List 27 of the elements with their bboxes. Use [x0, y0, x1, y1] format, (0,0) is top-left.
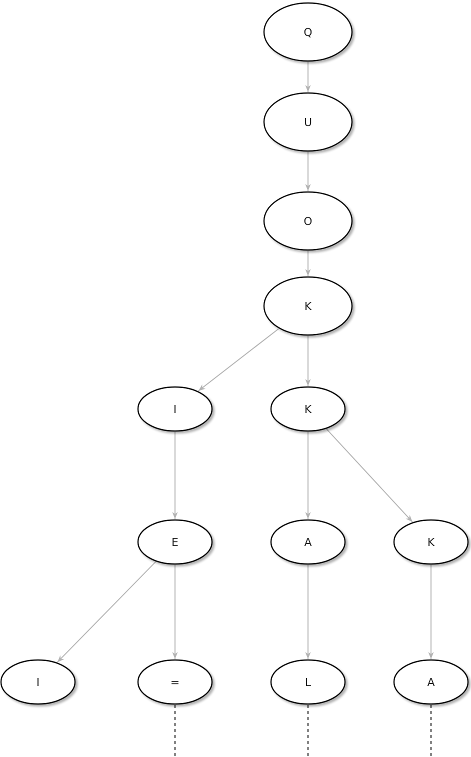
arrow — [428, 564, 434, 660]
node-label: K — [427, 536, 435, 548]
node-label: O — [304, 214, 312, 228]
arrow — [305, 336, 311, 386]
arrow — [326, 428, 413, 522]
node-label: U — [304, 116, 312, 128]
arrow — [198, 328, 280, 392]
node-label: K — [304, 402, 312, 416]
arrow — [172, 564, 178, 660]
node-label: A — [304, 536, 312, 548]
arrow — [305, 250, 311, 276]
arrow — [56, 561, 156, 663]
node-label: = — [170, 676, 180, 688]
node-label: I — [173, 402, 177, 416]
arrow — [305, 152, 311, 192]
dashed-line — [430, 704, 432, 757]
node-label: L — [304, 676, 312, 688]
node-label: Q — [304, 26, 312, 38]
arrow — [172, 432, 178, 520]
node-label: A — [427, 676, 435, 688]
node-label: I — [36, 676, 40, 688]
node-label: E — [172, 536, 178, 548]
arrow — [305, 564, 311, 660]
dashed-line — [174, 704, 176, 757]
arrow — [305, 432, 311, 520]
arrow — [305, 62, 311, 92]
node-label: K — [304, 300, 312, 312]
